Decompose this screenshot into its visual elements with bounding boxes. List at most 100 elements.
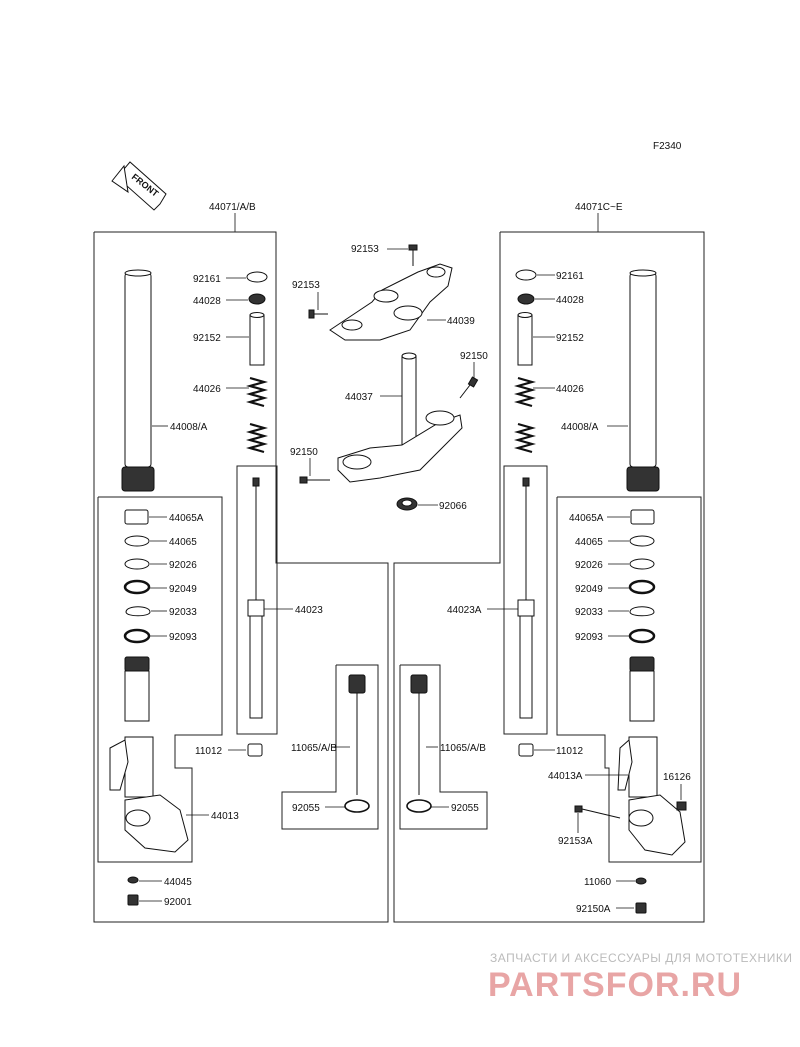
label-92093-right: 92093	[575, 632, 603, 643]
label-92093-left: 92093	[169, 632, 197, 643]
label-92026-right: 92026	[575, 560, 603, 571]
figure-code: F2340	[653, 141, 682, 152]
label-44065a-left: 44065A	[169, 513, 204, 524]
cartridge-left-11065	[348, 674, 366, 795]
outer-tube-44008-right	[626, 269, 660, 492]
cap-11012-left	[247, 743, 263, 757]
dust-seal-92093-right	[628, 628, 656, 644]
label-11012-left: 11012	[195, 746, 223, 757]
front-arrow-icon: FRONT	[111, 161, 167, 211]
label-44028-right: 44028	[556, 295, 584, 306]
label-92001: 92001	[164, 897, 192, 908]
label-44028-left: 44028	[193, 296, 221, 307]
label-92150a: 92150A	[576, 904, 611, 915]
label-92033-left: 92033	[169, 607, 197, 618]
watermark-logo: PARTSFOR.RU	[488, 966, 742, 1004]
inner-tube-left	[124, 656, 150, 722]
spacer-44028-right	[517, 293, 535, 305]
label-92026-left: 92026	[169, 560, 197, 571]
cartridge-right-11065	[410, 674, 428, 795]
inner-tube-right	[629, 656, 655, 722]
label-44008-left: 44008/A	[170, 422, 208, 433]
bolt-92150-lower	[299, 476, 330, 484]
label-44023: 44023	[295, 605, 323, 616]
bleeder-16126	[676, 801, 687, 811]
label-44013a: 44013A	[548, 771, 583, 782]
circlip-92033-left	[125, 606, 151, 617]
label-44045: 44045	[164, 877, 192, 888]
collar-92152-right	[517, 312, 533, 366]
axle-holder-44013a	[617, 736, 686, 856]
label-16126: 16126	[663, 772, 691, 783]
damper-rod-44023a	[517, 477, 535, 719]
o-ring-92055-left	[344, 799, 370, 813]
bolt-92150-upper	[459, 376, 479, 399]
o-ring-92055-right	[406, 799, 432, 813]
label-92153a: 92153A	[558, 836, 593, 847]
label-11065-right: 11065/A/B	[440, 743, 486, 754]
label-44026-left: 44026	[193, 384, 221, 395]
label-92066: 92066	[439, 501, 467, 512]
left-rod-box	[236, 465, 278, 735]
label-44065-right: 44065	[575, 537, 603, 548]
left-assembly-box	[93, 231, 389, 923]
bolt-92153a	[574, 805, 621, 819]
label-44013: 44013	[211, 811, 239, 822]
label-44039: 44039	[447, 316, 475, 327]
center-left-cartridge-box	[281, 664, 379, 830]
dust-seal-92093-left	[123, 628, 151, 644]
assembly-left-label: 44071/A/B	[209, 202, 256, 213]
bushing-44065-left	[124, 535, 150, 547]
axle-holder-44013	[109, 736, 189, 853]
bushing-44065-right	[629, 535, 655, 547]
label-92033-right: 92033	[575, 607, 603, 618]
washer-44045	[127, 876, 139, 884]
steering-stem-44037	[337, 352, 463, 483]
center-right-cartridge-box	[399, 664, 488, 830]
label-92150-upper: 92150	[460, 351, 488, 362]
bolt-92150a	[635, 902, 647, 914]
oil-seal-92049-right	[628, 579, 656, 595]
spacer-44028-left	[248, 293, 266, 305]
bolt-92001	[127, 894, 139, 906]
spring-44026-left	[245, 376, 269, 454]
bushing-44065a-right	[630, 509, 655, 525]
assembly-right-label: 44071C~E	[575, 202, 623, 213]
label-11012-right: 11012	[556, 746, 584, 757]
right-assembly-box	[393, 231, 705, 923]
right-rod-box	[503, 465, 548, 735]
label-92049-right: 92049	[575, 584, 603, 595]
bushing-44065a-left	[124, 509, 149, 525]
label-11060: 11060	[584, 877, 612, 888]
label-92153-side: 92153	[292, 280, 320, 291]
label-92055-right: 92055	[451, 803, 479, 814]
label-44065-left: 44065	[169, 537, 197, 548]
label-92049-left: 92049	[169, 584, 197, 595]
label-92152-right: 92152	[556, 333, 584, 344]
seal-92066	[396, 497, 418, 511]
label-11065-left: 11065/A/B	[291, 743, 337, 754]
oil-seal-92049-left	[123, 579, 151, 595]
washer-92026-left	[124, 558, 150, 570]
label-44065a-right: 44065A	[569, 513, 604, 524]
washer-92161-right	[515, 269, 537, 281]
label-92161-right: 92161	[556, 271, 584, 282]
bolt-92153-top	[408, 244, 418, 266]
circlip-92033-right	[629, 606, 655, 617]
label-92161-left: 92161	[193, 274, 221, 285]
cap-11012-right	[518, 743, 534, 757]
label-44023a: 44023A	[447, 605, 482, 616]
collar-92152-left	[249, 312, 265, 366]
watermark-tagline: ЗАПЧАСТИ И АКСЕССУАРЫ ДЛЯ МОТОТЕХНИКИ	[490, 951, 792, 965]
upper-triple-clamp-44039	[329, 263, 453, 341]
label-92055-left: 92055	[292, 803, 320, 814]
label-44008-right: 44008/A	[561, 422, 599, 433]
bolt-92153-side	[308, 309, 328, 319]
label-44026-right: 44026	[556, 384, 584, 395]
left-lower-box	[97, 496, 223, 863]
washer-11060	[635, 877, 647, 885]
label-92150-lower: 92150	[290, 447, 318, 458]
spring-44026-right	[513, 376, 537, 454]
label-44037: 44037	[345, 392, 373, 403]
